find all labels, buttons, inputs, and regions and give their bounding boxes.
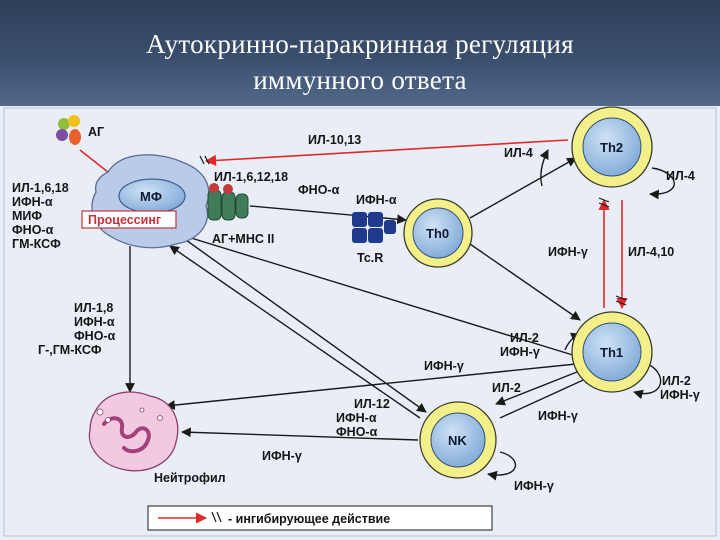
th2-il4-in-label: ИЛ-4 <box>504 146 533 160</box>
th2-to-mf-inhibit-arrow <box>204 139 569 167</box>
mf-nk-1: ИФН-α <box>336 411 377 425</box>
arrows <box>79 139 675 481</box>
mf-neutro-3: Г-,ГМ-КСФ <box>38 343 102 357</box>
mf-to-neutrophil-list: ИЛ-1,8 ИФН-α ФНО-α Г-,ГМ-КСФ <box>38 301 116 357</box>
th0-to-th1-arrow <box>469 243 581 321</box>
th1-self-loop <box>633 363 662 400</box>
processing-label: Процессинг <box>88 213 161 227</box>
title-line-2: иммунного ответа <box>253 65 467 95</box>
th1-to-neutrophil-arrow <box>165 363 577 410</box>
th2-to-mf-label: ИЛ-10,13 <box>308 133 361 147</box>
th2-inhibit-ticks <box>598 197 610 208</box>
title-line-1: Аутокринно-паракринная регуляция <box>146 29 574 59</box>
th0-to-th2-arrow <box>469 157 577 219</box>
il4-to-th2-arrow <box>539 149 549 187</box>
tcr-label: Тс.R <box>357 251 383 265</box>
th1-to-mf-label: ИФН-γ <box>424 359 464 373</box>
mf-to-th0-0: ИЛ-1,6,12,18 <box>214 170 288 184</box>
th2-self-label: ИЛ-4 <box>666 169 695 183</box>
mf-secretion-1: ИФН-α <box>12 195 53 209</box>
ag-mhc-label: АГ+МНС II <box>212 232 274 246</box>
mf-neutro-2: ФНО-α <box>74 329 116 343</box>
mf-secretion-0: ИЛ-1,6,18 <box>12 181 69 195</box>
mf-secretion-list: ИЛ-1,6,18 ИФН-α МИФ ФНО-α ГМ-КСФ <box>12 181 69 251</box>
neutrophil-label: Нейтрофил <box>154 471 226 485</box>
th1-to-nk-il2-arrow <box>495 369 583 406</box>
th1-inhibit-ticks <box>615 295 627 306</box>
mf-neutro-0: ИЛ-1,8 <box>74 301 113 315</box>
slide-title: Аутокринно-паракринная регуляция иммунно… <box>0 26 720 98</box>
th1-self-1: ИФН-γ <box>660 388 700 402</box>
nk-label: NK <box>448 433 467 448</box>
legend-label: - ингибирующее действие <box>228 512 390 526</box>
ag-label: АГ <box>88 125 104 139</box>
th2-self-loop <box>649 167 675 200</box>
antigen-dot-purple <box>56 129 68 141</box>
mf-secretion-4: ГМ-КСФ <box>12 237 61 251</box>
mf-nk-2: ФНО-α <box>336 425 378 439</box>
th1-label: Th1 <box>600 345 623 360</box>
legend-inhibit-ticks <box>211 511 222 523</box>
mf-secretion-2: МИФ <box>12 209 42 223</box>
cell-th0: Th0 <box>403 198 473 268</box>
th0-label: Th0 <box>426 226 449 241</box>
th2-to-th1-label: ИФН-γ <box>548 245 588 259</box>
mf-to-th0-1: ФНО-α <box>298 183 340 197</box>
tcr-receptor <box>352 212 396 243</box>
cell-th1: Th1 <box>571 311 653 393</box>
processing-box <box>81 210 177 229</box>
th1-to-nk-label: ИФН-γ <box>538 409 578 423</box>
mhc-receptors <box>207 183 249 221</box>
legend: - ингибирующее действие <box>147 505 493 531</box>
th1-to-mf-arrow <box>177 231 577 357</box>
antigen-dot-orange <box>69 129 81 145</box>
th1-il2-label: ИЛ-2 <box>492 381 521 395</box>
mf-secretion-3: ФНО-α <box>12 223 54 237</box>
antigen-dot-green <box>58 118 70 130</box>
mf-label: МФ <box>140 189 162 204</box>
nk-to-th1-arrow <box>499 375 593 419</box>
nk-self-label: ИФН-γ <box>514 479 554 493</box>
panel-border <box>3 107 717 537</box>
ifn-to-th0: ИФН-α <box>356 193 397 207</box>
cell-nk: NK <box>419 401 497 479</box>
neutrophil-nucleus <box>102 416 151 454</box>
mf-inhibit-ticks <box>199 155 210 165</box>
nk-to-neutrophil-label: ИФН-γ <box>262 449 302 463</box>
nk-self-loop <box>487 451 517 481</box>
nk-to-neutrophil-arrow <box>181 427 419 441</box>
th2-label: Th2 <box>600 140 623 155</box>
mf-neutro-1: ИФН-α <box>74 315 115 329</box>
th1-in-1: ИФН-γ <box>500 345 540 359</box>
mf-to-nk-arrow <box>185 239 427 413</box>
neutrophil-body <box>88 391 179 472</box>
th1-in-0: ИЛ-2 <box>510 331 539 345</box>
th1-self-0: ИЛ-2 <box>662 374 691 388</box>
antigen-cluster <box>56 115 81 145</box>
neutrophil <box>88 391 179 472</box>
mf-nk-0: ИЛ-12 <box>354 397 390 411</box>
th1-to-th2-label: ИЛ-4,10 <box>628 245 674 259</box>
nk-to-mf-arrow <box>169 245 421 419</box>
slide-header: Аутокринно-паракринная регуляция иммунно… <box>0 0 720 106</box>
antigen-dot-yellow <box>68 115 80 127</box>
cell-th2: Th2 <box>571 106 653 188</box>
